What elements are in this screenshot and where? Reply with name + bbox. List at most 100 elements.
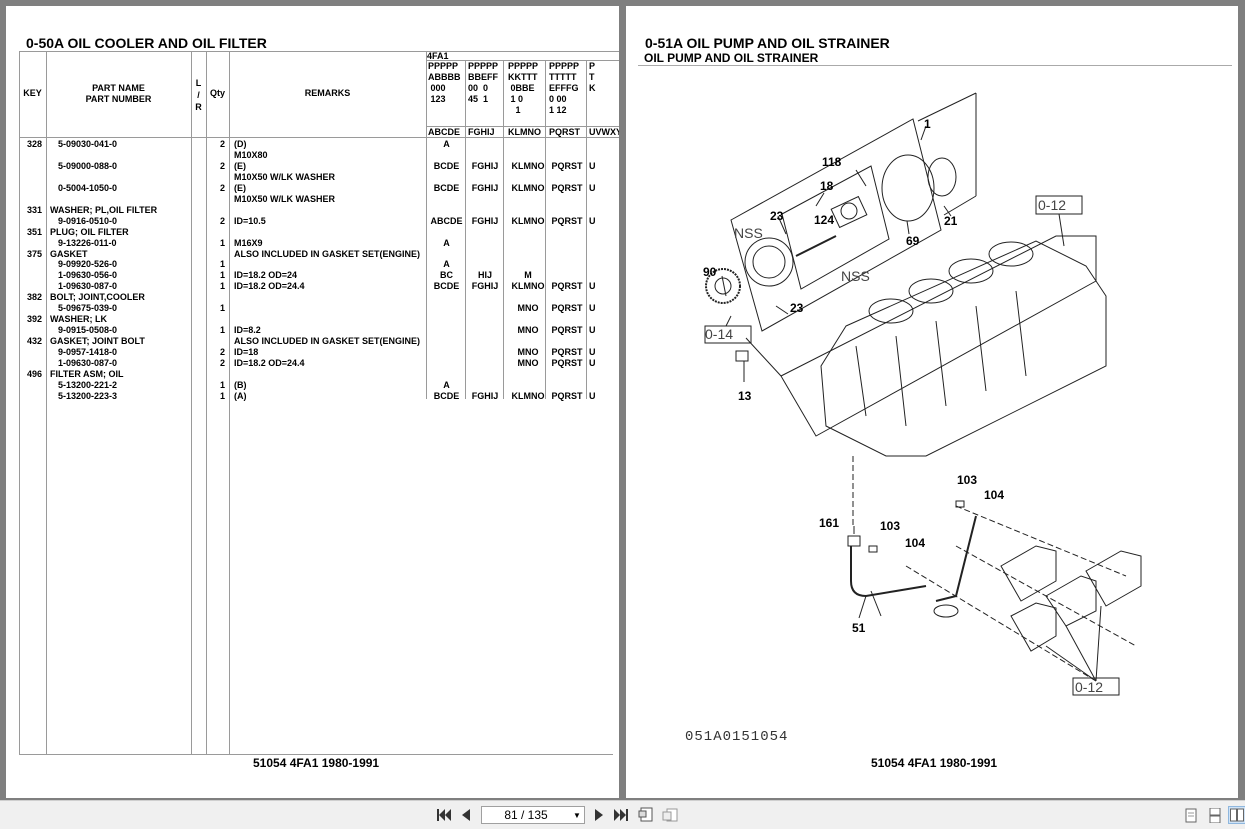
row-remarks: M16X9: [234, 237, 263, 248]
chevron-down-icon[interactable]: ▼: [573, 810, 581, 820]
reference-label: NSS: [841, 268, 870, 284]
col-line: [465, 60, 466, 399]
part-callout: 161: [819, 516, 839, 530]
two-page-icon: [1230, 808, 1244, 822]
row-remarks: ID=18.2 OD=24: [234, 270, 298, 281]
code-col-header: PPPPP TTTTT EFFFG 0 00 1 12: [549, 61, 580, 115]
header-key: KEY: [23, 88, 42, 98]
row-remarks: M10X50 W/LK WASHER: [234, 193, 336, 204]
code-letters: UVWXY: [589, 127, 619, 137]
code-letters: FGHIJ: [468, 127, 495, 137]
page-indicator: 81 / 135: [504, 808, 548, 822]
code-value: U: [589, 325, 596, 336]
header-remarks: REMARKS: [304, 88, 351, 98]
row-qty: 1: [219, 379, 225, 390]
part-number: 9-0957-1418-0: [58, 347, 118, 358]
single-page-icon: [1185, 808, 1197, 822]
code-value: PQRST: [551, 182, 583, 193]
code-value: PQRST: [551, 347, 583, 358]
part-callout: 23: [770, 209, 784, 223]
right-page-footer: 51054 4FA1 1980-1991: [871, 756, 998, 770]
row-remarks: ID=8.2: [234, 325, 261, 336]
right-page-title: 0-51A OIL PUMP AND OIL STRAINER: [645, 35, 890, 51]
row-qty: 1: [219, 325, 225, 336]
left-page: 0-50A OIL COOLER AND OIL FILTER KEY PART…: [6, 6, 619, 798]
page-number-field[interactable]: 81 / 135 ▼: [481, 806, 585, 824]
part-number: 5-13200-221-2: [58, 379, 118, 390]
two-page-button[interactable]: [1228, 806, 1245, 824]
part-callout: 124: [814, 213, 834, 227]
code-value: A: [443, 139, 450, 149]
part-number: 9-13226-011-0: [58, 237, 117, 248]
code-value: U: [589, 160, 596, 171]
fit-width-button[interactable]: [637, 806, 655, 824]
fit-page-button[interactable]: [661, 806, 679, 824]
code-value: FGHIJ: [471, 182, 499, 193]
reference-label: 0-12: [1038, 197, 1066, 213]
code-value: MNO: [517, 325, 539, 336]
first-page-button[interactable]: [435, 806, 453, 824]
single-page-button[interactable]: [1182, 806, 1200, 824]
row-qty: 1: [219, 390, 225, 401]
code-value: KLMNO: [511, 182, 545, 193]
code-value: U: [589, 390, 596, 401]
part-number: 9-0916-0510-0: [58, 215, 118, 226]
part-callout: 18: [820, 179, 834, 193]
part-name: WASHER; LK: [50, 314, 107, 325]
row-remarks: ID=18.2 OD=24.4: [234, 358, 305, 368]
part-name: FILTER ASM; OIL: [50, 368, 124, 379]
subtitle-rule: [638, 65, 1232, 66]
right-page-subtitle: OIL PUMP AND OIL STRAINER: [644, 51, 819, 65]
part-number: 5-13200-223-3: [58, 390, 118, 401]
prev-page-button[interactable]: [457, 806, 475, 824]
code-value: PQRST: [551, 281, 583, 292]
code-letters: PQRST: [549, 127, 581, 137]
continuous-page-button[interactable]: [1206, 806, 1224, 824]
table-bottom-line: [19, 754, 613, 755]
code-value: PQRST: [551, 358, 583, 368]
code-value: FGHIJ: [471, 215, 499, 226]
part-number: 5-09675-039-0: [58, 303, 118, 314]
reference-label: 0-12: [1075, 679, 1103, 695]
row-remarks: ID=18.2 OD=24.4: [234, 281, 305, 292]
part-name: GASKET: [50, 248, 88, 259]
col-line: [229, 51, 230, 755]
code-letters: ABCDE: [428, 127, 461, 137]
part-callout: 51: [852, 621, 866, 635]
part-name: PLUG; OIL FILTER: [50, 226, 129, 237]
code-col-header: PPPPP KKTTT 0BBE 1 0 1: [508, 61, 539, 115]
code-value: M: [524, 270, 532, 281]
row-qty: 2: [219, 160, 225, 171]
code-value: U: [589, 303, 596, 314]
code-value: BC: [440, 270, 453, 281]
code-value: PQRST: [551, 215, 583, 226]
part-number: 1-09630-087-0: [58, 358, 118, 368]
col-line: [191, 51, 192, 755]
code-value: U: [589, 215, 596, 226]
reference-label: 0-14: [705, 326, 733, 342]
row-key: 375: [26, 248, 42, 259]
part-callout: 104: [905, 536, 925, 550]
part-callout: 118: [822, 155, 842, 169]
row-key: 432: [26, 336, 42, 347]
part-name: GASKET; JOINT BOLT: [50, 336, 145, 347]
viewer-toolbar: 81 / 135 ▼: [0, 800, 1245, 829]
continuous-page-icon: [1209, 807, 1221, 823]
next-page-icon: [595, 809, 603, 821]
part-number: 9-0915-0508-0: [58, 325, 118, 336]
row-qty: 1: [219, 237, 225, 248]
row-remarks: ALSO INCLUDED IN GASKET SET(ENGINE): [234, 248, 421, 259]
next-page-button[interactable]: [590, 806, 608, 824]
right-page: 0-51A OIL PUMP AND OIL STRAINER OIL PUMP…: [626, 6, 1238, 798]
row-remarks: ID=10.5: [234, 215, 266, 226]
header-qty: Qty: [209, 88, 225, 98]
part-callout: 69: [906, 234, 920, 248]
part-callout: 13: [738, 389, 752, 403]
row-remarks: M10X80: [234, 149, 268, 160]
last-page-button[interactable]: [612, 806, 630, 824]
col-line: [426, 51, 427, 399]
row-key: 331: [26, 204, 42, 215]
code-value: PQRST: [551, 325, 583, 336]
first-page-icon: [437, 809, 451, 821]
